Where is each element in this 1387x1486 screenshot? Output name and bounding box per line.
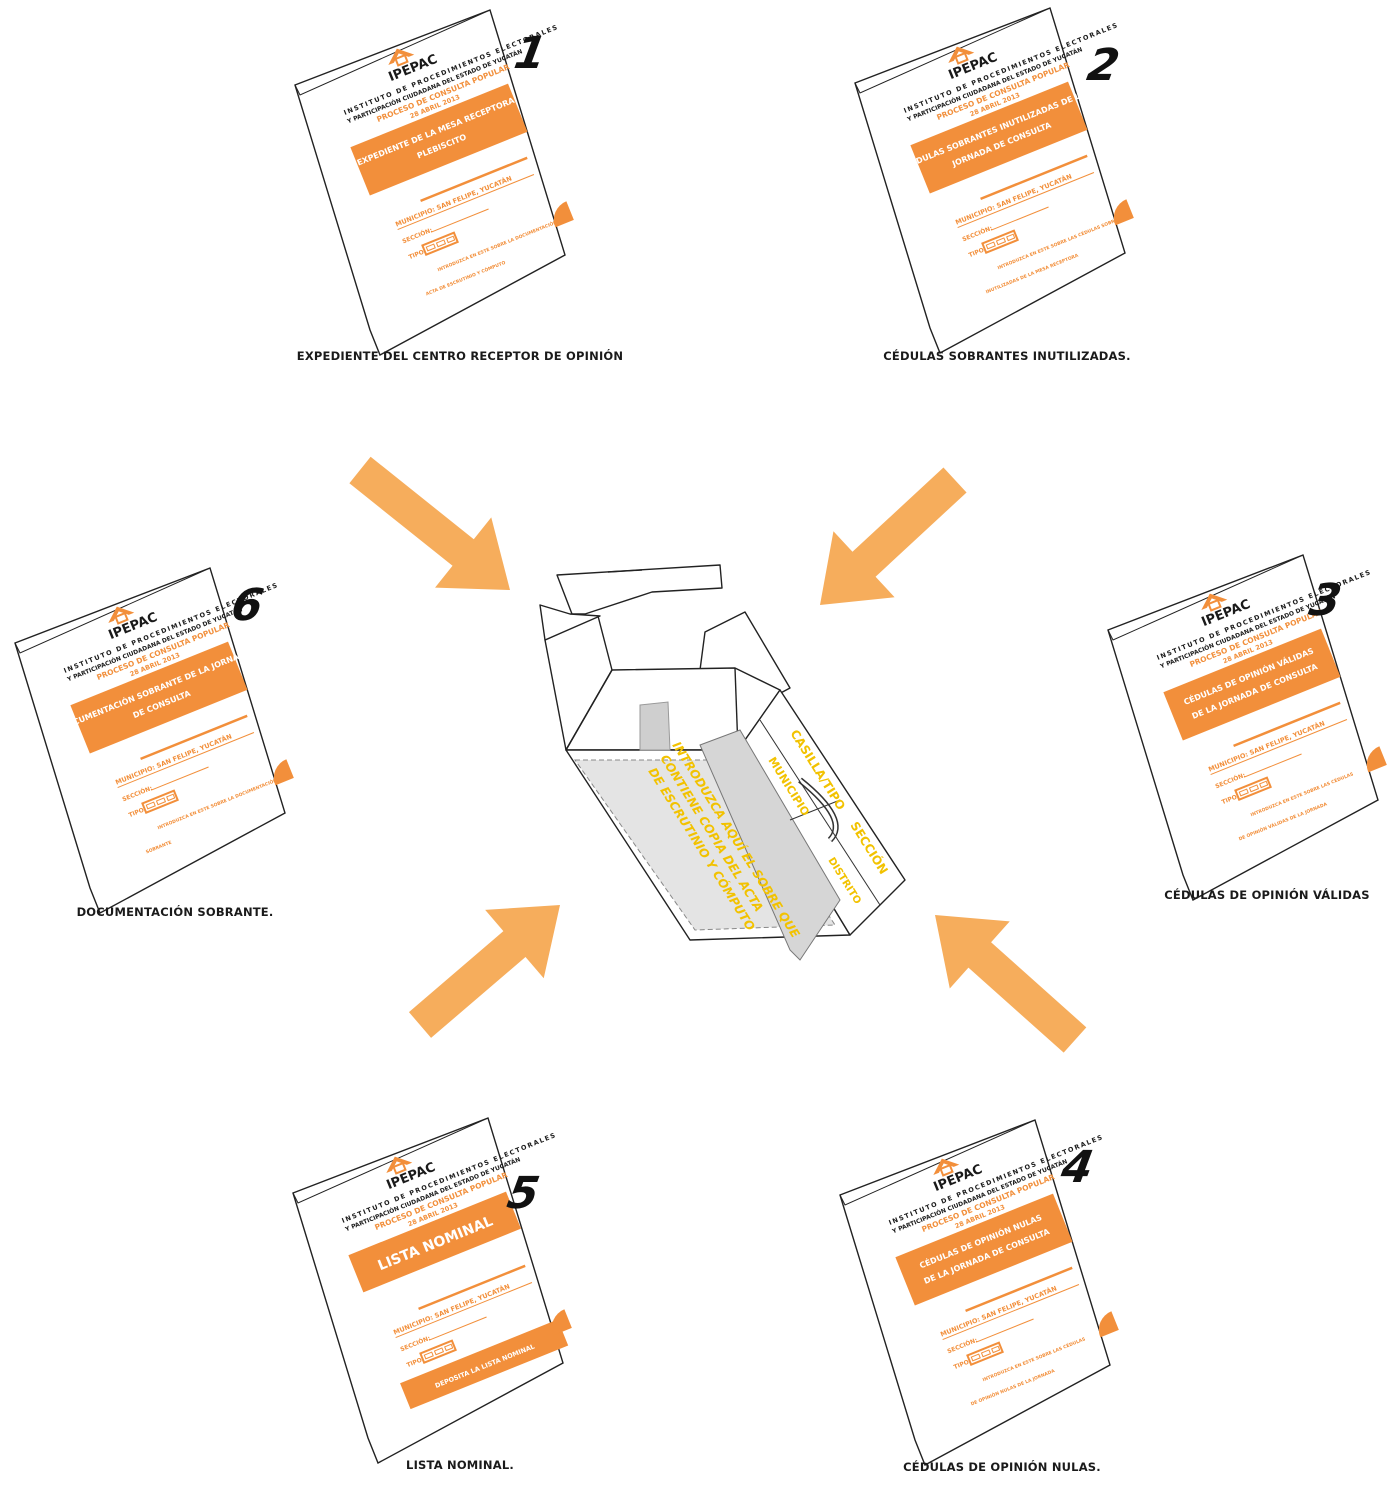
envelope-caption-3: CÉDULAS DE OPINIÓN VÁLIDAS: [1164, 888, 1370, 902]
arrow-2: [820, 467, 967, 606]
envelope-5: IPEPAC INSTITUTO DE PROCEDIMIENTOS ELECT…: [283, 1117, 572, 1464]
envelope-banner: [350, 83, 528, 196]
arrow-4: [408, 905, 560, 1038]
arrow-1: [349, 456, 511, 591]
envelope-banner: [895, 1193, 1073, 1306]
envelope-6: IPEPAC INSTITUTO DE PROCEDIMIENTOS ELECT…: [5, 567, 294, 914]
envelope-caption-5: LISTA NOMINAL.: [406, 1458, 514, 1472]
envelope-3: IPEPAC INSTITUTO DE PROCEDIMIENTOS ELECT…: [1098, 554, 1387, 901]
envelope-caption-2: CÉDULAS SOBRANTES INUTILIZADAS.: [883, 349, 1131, 363]
envelope-banner: [1163, 628, 1341, 741]
envelope-banner: [348, 1191, 521, 1293]
envelope-caption-4: CÉDULAS DE OPINIÓN NULAS.: [903, 1460, 1101, 1474]
envelope-banner: [910, 81, 1088, 194]
envelope-1: IPEPAC INSTITUTO DE PROCEDIMIENTOS ELECT…: [285, 9, 574, 356]
envelope-caption-1: EXPEDIENTE DEL CENTRO RECEPTOR DE OPINIÓ…: [296, 349, 624, 363]
envelope-4: IPEPAC INSTITUTO DE PROCEDIMIENTOS ELECT…: [830, 1119, 1119, 1466]
arrow-3: [935, 915, 1087, 1053]
envelope-banner: [70, 641, 248, 754]
envelope-caption-6: DOCUMENTACIÓN SOBRANTE.: [76, 905, 274, 919]
envelope-2: IPEPAC INSTITUTO DE PROCEDIMIENTOS ELECT…: [845, 7, 1134, 354]
